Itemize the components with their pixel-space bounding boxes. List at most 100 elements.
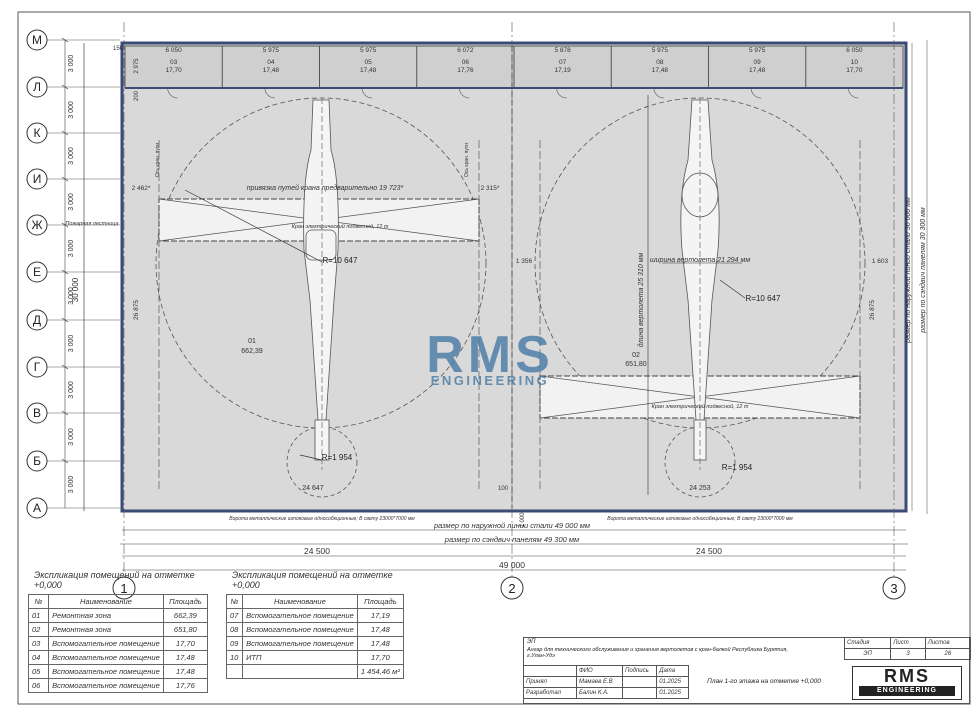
r-main-bay1: R=10 647 [323,256,358,265]
stamp-sheet-title: План 1-го этажа на отметке +0,000 [707,678,821,685]
dim-200: 200 [134,90,140,101]
aux-room-number: 08 [656,59,664,66]
table-cell-name: Вспомогательное помещение [48,664,164,679]
table-cell-name [242,664,358,679]
axis-bubble [26,356,48,378]
rotor-note-bay2: ширина вертолета 21 294 мм [650,257,750,264]
room-num-bay1: 01 [248,338,256,345]
stamp-logo-bottom: ENGINEERING [859,686,955,696]
dim-100: 100 [498,486,509,492]
sheet-frame [17,11,971,705]
stamp-code: ЭП [527,639,536,645]
d-right-bay1: 2 315* [481,185,500,192]
left-dim-label: 3 000 [68,335,75,353]
top-dim-2975: 2 975 [134,58,140,74]
crane-note-bay1: привязка путей крана предварительно 19 7… [247,184,404,192]
table-cell-area: 17,70 [356,650,405,665]
stamp-role-2: Разработал [523,687,577,699]
table1-col-area: Площадь [162,594,209,609]
table-cell-num: 03 [27,636,50,651]
table2-col-num: № [225,594,244,609]
table-cell-area: 17,70 [162,636,209,651]
bottom-dim-total: 49 000 [499,560,525,570]
aux-room-width: 6 072 [457,47,474,54]
aux-room-width: 6 050 [165,47,182,54]
aux-room-area: 17,48 [749,67,766,74]
grid-lines-horizontal [47,39,120,509]
table-cell-area: 1 454,46 м² [356,664,405,679]
axis-letter: Ж [31,218,42,232]
rms-watermark: RMS ENGINEERING [426,326,550,388]
axis-bubble [26,122,48,144]
d-side-bay2: 26 875 [869,300,876,320]
helicopter-bay1 [303,98,339,470]
table-cell-num: 10 [225,650,244,665]
aux-room-width: 5 975 [749,47,766,54]
hangar-floor [121,42,907,512]
top-dim-left-150: 150 [113,46,124,52]
stamp-sign-1 [621,676,658,688]
radius-line-bay2 [719,279,746,299]
stamp-role-1: Принял [523,676,577,688]
length-note-bay2: длина вертолета 25 310 мм [637,253,645,348]
aux-room-number: 06 [462,59,470,66]
table-cell-num: 05 [27,664,50,679]
bottom-dim-half1: 24 500 [304,546,330,556]
axis-number: 3 [890,581,897,596]
table-cell-name: ИТП [242,650,358,665]
axis-bubble [26,214,48,236]
aux-room-area: 17,70 [165,67,182,74]
explication-table-2: Экспликация помещений на отметке +0,000 … [225,568,405,679]
room-area-bay1: 662,39 [241,348,263,355]
axis-number: 1 [120,581,127,596]
axis-bubble [26,76,48,98]
left-dim-label: 3 000 [68,55,75,73]
left-dim-label: 3 000 [68,287,75,305]
stamp-stage: ЭП [843,648,892,660]
explication-table-1: Экспликация помещений на отметке +0,000 … [27,568,209,693]
stamp-signatures: ФИО Подпись Дата Принял Мамаев Е.В 01.20… [523,665,689,699]
table-cell-name: Вспомогательное помещение [242,636,358,651]
stamp-sheet-h: Лист [890,637,926,649]
aux-room-width: 5 975 [263,47,280,54]
stamp-fio-1: Мамаев Е.В [576,676,623,688]
aux-room-number: 07 [559,59,567,66]
room-num-bay2: 02 [632,352,640,359]
axis-letter: Г [34,360,41,374]
len-bay1: 24 647 [302,485,324,492]
table-cell-name: Ремонтная зона [48,622,164,637]
table1-col-name: Наименование [48,594,164,609]
tail-radius-line-bay1 [299,454,323,461]
d-right-bay2: 1 603 [872,258,889,265]
grid-lines-vertical [123,22,895,577]
table-cell-name: Вспомогательное помещение [48,636,164,651]
stamp-logo-top: RMS [884,666,930,686]
left-dim-label: 3 000 [68,147,75,165]
table-cell-num: 02 [27,622,50,637]
stamp-fio-2: Балин К.А. [576,687,623,699]
axis-letter: К [34,126,41,140]
table-cell-num: 06 [27,678,50,693]
table-cell-name: Вспомогательное помещение [48,678,164,693]
table-cell-area: 17,76 [162,678,209,693]
table-row: 1 454,46 м² [225,664,405,679]
aux-room-width: 6 050 [846,47,863,54]
table-cell-num: 09 [225,636,244,651]
table-cell-area: 651,80 [162,622,209,637]
bay-2: ширина вертолета 21 294 мм длина вертоле… [516,95,889,522]
table1-col-num: № [27,594,50,609]
aux-room-number: 05 [365,59,373,66]
aux-room-area: 17,19 [554,67,571,74]
table-cell-num: 04 [27,650,50,665]
left-dim-label: 3 000 [68,240,75,258]
crane-label-bay2: Кран электрический подвесной, 12 т [652,403,749,410]
axis-bubble [26,309,48,331]
axis-letter: Л [33,80,41,94]
